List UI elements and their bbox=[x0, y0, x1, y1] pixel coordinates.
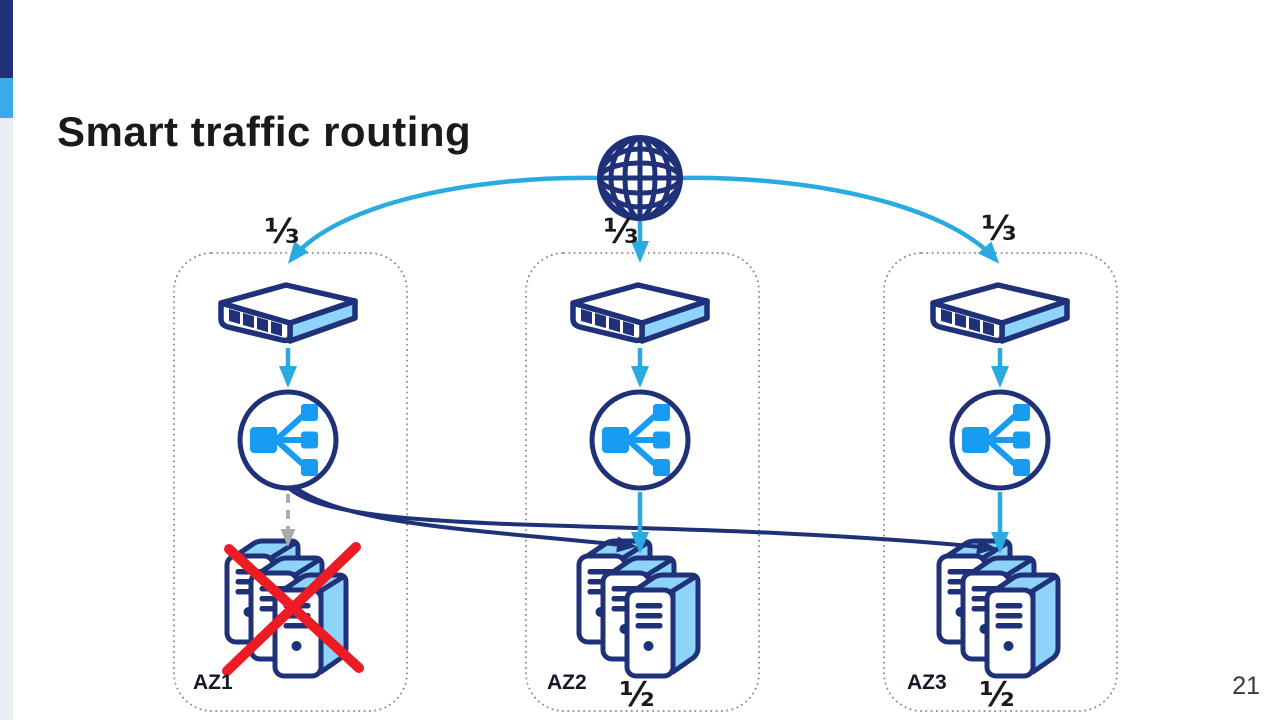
slide-accent-bar-navy bbox=[0, 0, 13, 78]
red-cross-icon bbox=[222, 542, 364, 676]
globe-icon bbox=[598, 136, 682, 220]
inbound-share-label-az2: ⅓ bbox=[603, 212, 638, 252]
server-stack-icon-az3 bbox=[939, 541, 1058, 676]
reroute-arrow-az1-to-az3 bbox=[288, 487, 997, 555]
zone-label-az3: AZ3 bbox=[907, 671, 947, 694]
traffic-arrow-az3 bbox=[681, 175, 1000, 264]
page-title: Smart traffic routing bbox=[57, 108, 472, 156]
slide-accent-bar-gray bbox=[0, 118, 13, 720]
zone-label-az2: AZ2 bbox=[547, 671, 587, 694]
rebalanced-share-label-az2: ½ bbox=[619, 675, 654, 715]
load-balancer-icon-az2 bbox=[592, 392, 688, 488]
inbound-share-label-az3: ⅓ bbox=[981, 209, 1016, 249]
load-balancer-icon-az1 bbox=[240, 392, 336, 488]
zone-label-az1: AZ1 bbox=[193, 671, 233, 694]
inbound-share-label-az1: ⅓ bbox=[264, 212, 299, 252]
network-switch-icon-az3 bbox=[933, 285, 1067, 341]
server-stack-icon-az2 bbox=[579, 541, 698, 676]
reroute-arrow-az1-to-az2 bbox=[291, 484, 637, 553]
network-switch-icon-az2 bbox=[573, 285, 707, 341]
network-switch-icon-az1 bbox=[221, 285, 355, 341]
zone-box-az3 bbox=[883, 252, 1118, 712]
traffic-arrow-az1 bbox=[287, 175, 599, 264]
rebalanced-share-label-az3: ½ bbox=[979, 675, 1014, 715]
slide-accent-bar-blue bbox=[0, 78, 13, 118]
page-number: 21 bbox=[1232, 672, 1260, 700]
load-balancer-icon-az3 bbox=[952, 392, 1048, 488]
